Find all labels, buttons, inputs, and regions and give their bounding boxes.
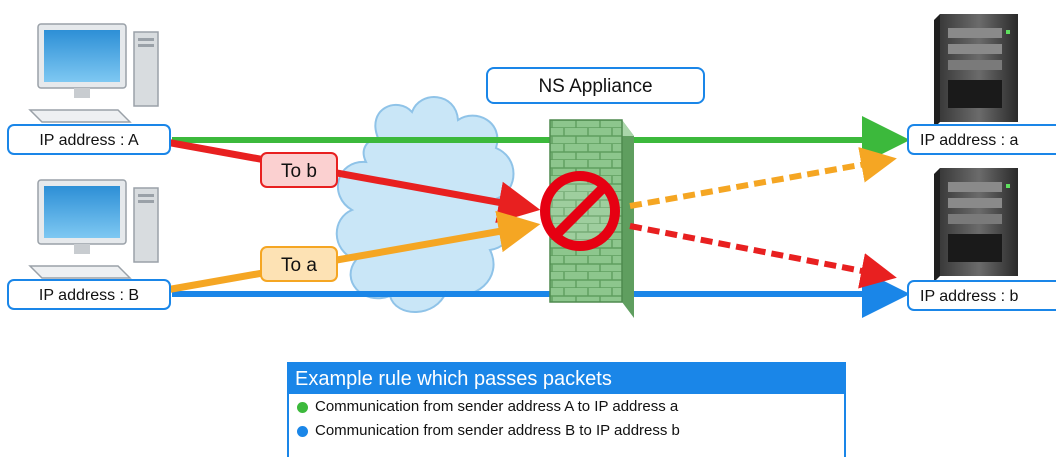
network-cloud	[335, 96, 515, 313]
appliance-label: NS Appliance	[486, 67, 705, 104]
svg-text:IP address : a: IP address : a	[920, 132, 1019, 149]
legend-item-text: Communication from sender address B to I…	[315, 422, 680, 439]
blue-dot-icon	[297, 426, 308, 437]
packet-label-to-a: To a	[260, 246, 338, 282]
receiver-label-a: IP address : a	[907, 124, 1056, 155]
legend: Example rule which passes packets Commun…	[287, 362, 846, 457]
svg-text:IP address : b: IP address : b	[920, 288, 1019, 305]
computer-icon	[28, 23, 159, 123]
packet-label-to-b: To b	[260, 152, 338, 188]
svg-text:To b: To b	[281, 161, 317, 182]
blocked-flow-out-to-b	[629, 223, 897, 289]
green-dot-icon	[297, 402, 308, 413]
legend-title: Example rule which passes packets	[289, 364, 844, 394]
svg-text:IP address : A: IP address : A	[39, 132, 139, 149]
sender-label-A: IP address : A	[7, 124, 171, 155]
svg-text:To a: To a	[281, 255, 317, 276]
blocked-flow-out-to-a	[629, 147, 897, 209]
sender-label-B: IP address : B	[7, 279, 171, 310]
server-icon	[934, 14, 1018, 128]
server-icon	[934, 168, 1018, 282]
block-sign-icon	[540, 171, 620, 251]
legend-item: Communication from sender address B to I…	[289, 420, 844, 442]
svg-text:IP address : B: IP address : B	[39, 287, 139, 304]
legend-item: Communication from sender address A to I…	[289, 396, 844, 418]
receiver-label-b: IP address : b	[907, 280, 1056, 311]
blocked-flow-to-b	[165, 138, 541, 224]
svg-text:NS Appliance: NS Appliance	[538, 76, 652, 97]
blocked-flow-to-a	[165, 210, 541, 294]
computer-icon	[28, 179, 159, 279]
legend-item-text: Communication from sender address A to I…	[315, 398, 679, 415]
